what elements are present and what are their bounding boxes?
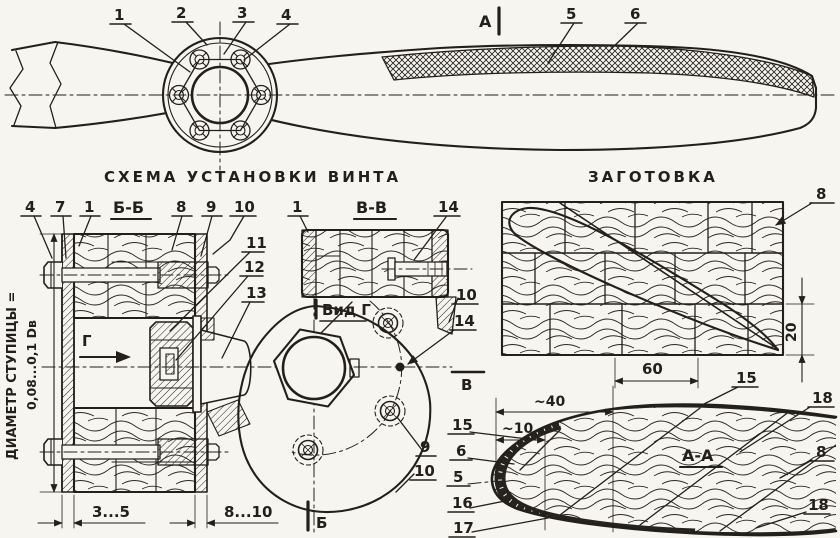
callout-3: 3 xyxy=(237,4,247,22)
callout-15b: 15 xyxy=(736,369,757,387)
section-aa-label: А-А xyxy=(682,446,714,465)
section-vv-label: В-В xyxy=(356,198,387,217)
section-aa: ~40 ~10 А-А 15 6 5 16 17 15 18 8 xyxy=(446,369,838,538)
callout-5b: 5 xyxy=(453,468,463,486)
callout-6: 6 xyxy=(630,5,640,23)
view-g-label: Вид Г xyxy=(322,301,371,319)
scheme-title: СХЕМА УСТАНОВКИ ВИНТА xyxy=(104,168,401,186)
section-marker-v: В xyxy=(450,370,486,394)
marker-g-label: Г xyxy=(82,332,92,350)
callout-6b: 6 xyxy=(456,442,466,460)
callout-11: 11 xyxy=(246,234,267,252)
callout-13: 13 xyxy=(246,284,267,302)
callout-group-hub: 1 2 3 4 xyxy=(109,4,299,73)
rear-plate-dimension: 8...10 xyxy=(169,494,279,529)
section-vv: 1 В-В 14 10 xyxy=(287,198,479,350)
front-plate-dimension: 3...5 xyxy=(37,494,146,529)
prop-nut-front xyxy=(272,328,360,408)
blank-layer-text: 20 xyxy=(784,322,800,342)
section-marker-a: А xyxy=(479,6,501,36)
callout-14b: 14 xyxy=(454,312,475,330)
section-marker-b: Б xyxy=(306,500,327,532)
callout-7: 7 xyxy=(55,198,65,216)
callout-18b: 18 xyxy=(808,496,829,514)
callout-9c: 9 xyxy=(420,438,430,456)
callout-18a: 18 xyxy=(812,389,833,407)
washer-section xyxy=(192,315,202,413)
callout-4: 4 xyxy=(281,6,291,24)
callout-1: 1 xyxy=(114,6,124,24)
blank-view: 8 60 20 xyxy=(500,185,835,389)
callout-row-bb: 4 7 1 Б-Б 8 9 10 xyxy=(20,198,257,259)
blank-layer-dimension: 20 xyxy=(784,277,815,383)
blade-right-top-edge xyxy=(228,43,818,90)
marker-b-label: Б xyxy=(316,514,327,532)
callout-8b: 8 xyxy=(176,198,186,216)
locating-pin xyxy=(395,362,405,372)
plate-tongue xyxy=(435,296,457,335)
hub-diameter-value: 0,08...0,1 Dв xyxy=(24,320,39,410)
propeller-top-view: 1 2 3 4 А 5 6 xyxy=(4,4,837,171)
callout-16: 16 xyxy=(452,494,473,512)
view-g-caption: Вид Г xyxy=(314,298,371,322)
callout-10b: 10 xyxy=(234,198,255,216)
blank-width-dimension: 60 xyxy=(614,357,699,389)
chord-tip-text: ~10 xyxy=(502,421,533,437)
airfoil-outline xyxy=(490,403,838,537)
cotter-pin xyxy=(165,353,175,375)
mount-plate-outline xyxy=(237,304,432,513)
callout-14a: 14 xyxy=(438,198,459,216)
callout-8c: 8 xyxy=(816,185,826,203)
blank-title: ЗАГОТОВКА xyxy=(588,168,718,186)
blank-width-text: 60 xyxy=(642,360,663,378)
callout-1b: 1 xyxy=(84,198,94,216)
view-g: Вид Г 14 9 10 В Б xyxy=(41,295,486,535)
chord-tip-dimension: ~10 xyxy=(495,421,546,444)
break-symbol xyxy=(9,40,62,130)
callout-4b: 4 xyxy=(25,198,35,216)
callout-column-right: 15 18 8 18 xyxy=(697,369,835,529)
callout-8d: 8 xyxy=(816,443,826,461)
callout-9b: 9 xyxy=(206,198,216,216)
marker-a-label: А xyxy=(479,12,492,31)
blade-outline-on-blank xyxy=(508,202,780,352)
front-plate-dim-text: 3...5 xyxy=(92,503,130,521)
chord-front-dimension: ~40 xyxy=(495,394,614,416)
callout-2: 2 xyxy=(176,4,186,22)
callout-15a: 15 xyxy=(452,416,473,434)
armor-band xyxy=(381,45,815,98)
chord-front-text: ~40 xyxy=(534,394,565,410)
hub-diameter-dimension: ДИАМЕТР СТУПИЦЫ = 0,08...0,1 Dв xyxy=(5,233,71,493)
view-arrow-g: Г xyxy=(78,332,131,363)
callout-10c: 10 xyxy=(456,286,477,304)
callout-12: 12 xyxy=(244,258,265,276)
marker-v-label: В xyxy=(461,376,472,394)
callout-group-blade: 5 6 xyxy=(547,5,647,64)
section-bb: Г 4 7 1 Б-Б 8 9 10 11 12 13 xyxy=(5,198,279,529)
callout-5: 5 xyxy=(566,5,576,23)
section-bb-label: Б-Б xyxy=(113,198,144,217)
blade-right-bottom-edge xyxy=(246,86,818,152)
callout-17: 17 xyxy=(453,519,474,537)
rear-plate-dim-text: 8...10 xyxy=(224,503,272,521)
hub-diameter-label: ДИАМЕТР СТУПИЦЫ = xyxy=(5,292,20,460)
shaft-cone xyxy=(200,329,252,405)
callout-column-left: 15 6 5 16 17 xyxy=(446,416,549,538)
callout-10d: 10 xyxy=(414,462,435,480)
callout-group-nut: 11 12 13 xyxy=(169,234,267,361)
callout-1c: 1 xyxy=(292,198,302,216)
prop-nut-section xyxy=(149,321,194,407)
screw-pitch-circle xyxy=(291,300,403,456)
pitch-screw xyxy=(381,257,473,281)
